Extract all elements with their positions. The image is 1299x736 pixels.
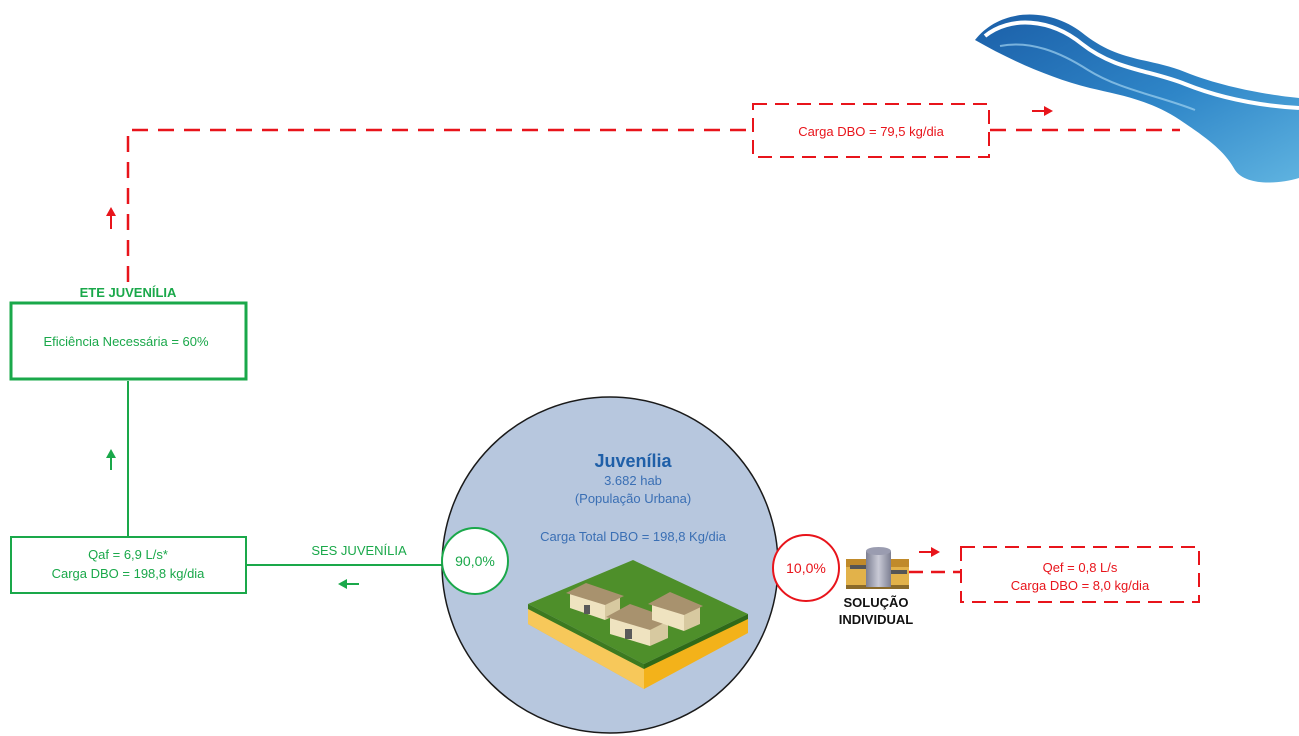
arrow-right-individual-icon: [919, 547, 940, 557]
collection-box: Qaf = 6,9 L/s* Carga DBO = 198,8 kg/dia: [10, 536, 247, 594]
arrow-up-icon: [106, 207, 116, 229]
septic-tank-icon: [846, 547, 909, 589]
arrow-right-icon: [1032, 106, 1053, 116]
treated-effluent-line: [126, 128, 1180, 282]
river-icon: [975, 14, 1299, 183]
collection-percent-badge: 90,0%: [441, 527, 509, 595]
individual-load-text: Carga DBO = 8,0 kg/dia: [1011, 578, 1150, 593]
individual-effluent-box: Qef = 0,8 L/s Carga DBO = 8,0 kg/dia: [960, 546, 1200, 603]
arrow-left-icon: [338, 579, 359, 589]
discharge-load-text: Carga DBO = 79,5 kg/dia: [798, 124, 944, 139]
ete-title: ETE JUVENÍLIA: [80, 285, 177, 300]
city-population-label: (População Urbana): [575, 491, 691, 506]
city-population: 3.682 hab: [604, 473, 662, 488]
individual-percent-badge: 10,0%: [772, 534, 840, 602]
ses-label: SES JUVENÍLIA: [311, 543, 407, 558]
individual-label-line1: SOLUÇÃO: [844, 595, 909, 610]
individual-flow-text: Qef = 0,8 L/s: [1043, 560, 1118, 575]
collection-percent-text: 90,0%: [455, 553, 495, 569]
city-total-load: Carga Total DBO = 198,8 Kg/dia: [540, 529, 727, 544]
discharge-load-box: Carga DBO = 79,5 kg/dia: [752, 103, 990, 158]
individual-label-line2: INDIVIDUAL: [839, 612, 913, 627]
ete-box: Eficiência Necessária = 60%: [9, 301, 248, 381]
collection-flow-text: Qaf = 6,9 L/s*: [88, 547, 168, 562]
arrow-up-green-icon: [106, 449, 116, 470]
collection-load-text: Carga DBO = 198,8 kg/dia: [52, 566, 206, 581]
ete-efficiency-text: Eficiência Necessária = 60%: [43, 334, 209, 349]
houses-icon: [528, 560, 748, 689]
city-name: Juvenília: [594, 451, 672, 471]
individual-percent-text: 10,0%: [786, 560, 826, 576]
